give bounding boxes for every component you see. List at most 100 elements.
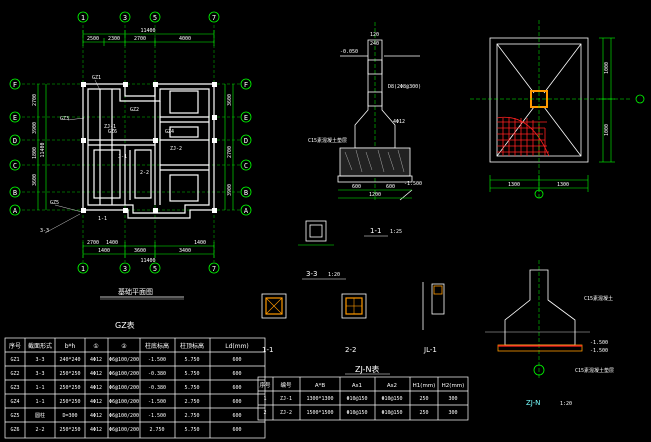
dim-left: 3900: [32, 122, 38, 134]
plan-dimension-lines: [37, 30, 234, 258]
footing-rebar-grid: [496, 116, 550, 157]
dim-left-total: 11400: [40, 142, 46, 157]
table-cell: 600: [232, 385, 241, 391]
plan-axis-bubbles: [9, 11, 252, 274]
footing-level: -1.500: [590, 348, 608, 354]
axis-bubble-top-1: [77, 11, 89, 23]
axis-bubble-top-7: [208, 11, 220, 23]
section-3-3-scale: 1:20: [328, 272, 340, 278]
table-cell: 4Φ12: [90, 385, 102, 391]
table-cell: Φ10@150: [381, 410, 402, 416]
zj-table: [257, 376, 469, 421]
wall-rebar-note: D8(2Φ8@300): [388, 84, 421, 90]
axis-label-left: A: [13, 207, 18, 215]
gz-header-cell: 序号: [9, 342, 21, 350]
axis-label-right: E: [244, 114, 248, 122]
label-zj: ZJ-1: [104, 124, 116, 130]
table-cell: Φ6@100/200: [109, 357, 139, 363]
dim-bottom-seg: 1400: [98, 248, 110, 254]
table-cell: Φ10@150: [346, 396, 367, 402]
section-2-2-title: 2-2: [345, 346, 356, 354]
label-section: 2-2: [140, 170, 149, 176]
concrete-hatch: [344, 149, 405, 173]
label-zj: ZJ-2: [170, 146, 182, 152]
label-section: 1-1: [98, 216, 107, 222]
footing-level: -1.500: [590, 340, 608, 346]
footing-section-title: ZJ-N: [526, 399, 540, 407]
footing-plan: [470, 20, 645, 200]
plan-axis-labels: 1 3 5 7 1 3 5 7 F E D C B A F E D C B A: [13, 14, 249, 273]
table-cell: 1500*1500: [306, 410, 333, 416]
dim-right: 3600: [227, 94, 233, 106]
axis-label-top: 3: [123, 14, 127, 22]
table-cell: 圆柱: [35, 412, 45, 419]
table-cell: GZ1: [10, 357, 19, 363]
gz-header-cell: 截面形式: [28, 342, 52, 350]
gz-header-cell: b*h: [65, 343, 76, 350]
table-cell: 600: [232, 413, 241, 419]
section-2-2: [341, 293, 367, 319]
table-cell: -0.380: [148, 371, 166, 377]
label-section: 3-3: [40, 228, 49, 234]
table-cell: Φ10@150: [346, 410, 367, 416]
wall-concrete-note: C15素混凝土垫层: [308, 137, 347, 144]
section-3-3-title: 3-3: [306, 270, 317, 278]
wall-level: -0.050: [340, 49, 358, 55]
axis-bubble-top-5: [149, 11, 161, 23]
foundation-plan: 1 3 5 7 1 3 5 7 F E D C B A F E D C B A …: [9, 11, 252, 300]
table-cell: 1-1: [35, 399, 44, 405]
table-cell: -1.500: [148, 413, 166, 419]
footing-section-scale: 1:20: [560, 401, 572, 407]
table-cell: 250: [419, 396, 428, 402]
footing-dim-right: 1000: [604, 124, 610, 136]
dim-top-seg: 4000: [179, 36, 191, 42]
dim-left: 1800: [32, 147, 38, 159]
gz-table-header: 序号 截面形式 b*h ① ② 柱底标高 柱顶标高 Ld(mm): [9, 342, 249, 350]
dim-bottom-total: 11400: [140, 258, 155, 264]
footing-plan-dims: 1300 1300 1000 1000: [508, 62, 610, 188]
table-cell: 2.750: [184, 413, 199, 419]
footing-section: [485, 260, 590, 380]
axis-label-right: A: [244, 207, 249, 215]
dim-top-seg: 2500: [87, 36, 99, 42]
table-cell: 4Φ12: [90, 413, 102, 419]
table-cell: GZ4: [10, 399, 19, 405]
section-1-1-title: 1-1: [262, 346, 273, 354]
plan-leaders: [44, 79, 101, 234]
zj-header-cell: H2(mm): [442, 383, 465, 389]
table-cell: 2: [263, 410, 266, 416]
plan-columns: [81, 82, 217, 213]
plan-title: 基础平面图: [118, 287, 153, 296]
dim-bottom-small: 1400: [194, 240, 206, 246]
table-cell: 600: [232, 371, 241, 377]
table-cell: 4Φ12: [90, 371, 102, 377]
axis-bubble-bottom-3: [119, 262, 131, 274]
footing-dim-bottom: 1300: [557, 182, 569, 188]
wall-rebar-note: 4Φ12: [393, 119, 405, 125]
zj-header-cell: H1(mm): [413, 383, 436, 389]
label-gz: GZ1: [92, 75, 101, 81]
wall-width: 600: [352, 184, 361, 190]
section-jl1-title: JL-1: [423, 346, 437, 354]
axis-label-bottom: 7: [212, 265, 216, 273]
table-cell: 240*240: [59, 357, 80, 363]
table-cell: 250*250: [59, 371, 80, 377]
table-cell: GZ2: [10, 371, 19, 377]
table-cell: 5.750: [184, 427, 199, 433]
gz-table-body: GZ1 3-3 240*240 4Φ12 Φ6@100/200 -1.500 5.750 60…: [10, 357, 241, 433]
axis-label-right: D: [244, 137, 248, 145]
table-cell: 5.750: [184, 371, 199, 377]
axis-label-top: 1: [81, 14, 85, 22]
section-1-1-small: [261, 293, 287, 319]
wall-width-total: 1200: [369, 192, 381, 198]
zj-table-header: 序号 编号 A*B As1 As2 H1(mm) H2(mm): [259, 381, 464, 389]
dim-top-seg: 2300: [108, 36, 120, 42]
axis-label-left: D: [13, 137, 17, 145]
zj-header-cell: As1: [352, 383, 362, 389]
zj-header-cell: 编号: [280, 381, 292, 389]
dim-left: 2700: [32, 94, 38, 106]
axis-label-left: C: [13, 162, 17, 170]
table-cell: 3-3: [35, 371, 44, 377]
section-jl1: [422, 282, 445, 330]
